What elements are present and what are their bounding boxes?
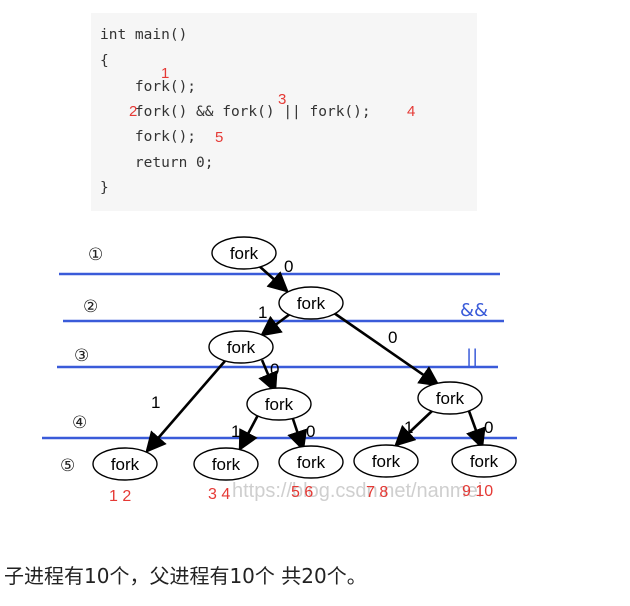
code-line: fork(); — [100, 129, 197, 145]
fork-node-label: fork — [265, 395, 294, 414]
fork-node — [208, 330, 274, 364]
level-marker-3: ③ — [74, 346, 89, 366]
fork-node — [353, 444, 419, 478]
branch-label: 0 — [270, 360, 279, 379]
branch-label: 1 — [258, 303, 267, 322]
code-line: fork() && fork() || fork(); — [100, 104, 371, 120]
annotation-1: 1 — [161, 65, 170, 82]
edge — [259, 312, 291, 337]
fork-node — [246, 387, 312, 421]
code-line: return 0; — [100, 155, 214, 171]
leaf-label: 1 2 — [109, 488, 131, 505]
level-marker-2: ② — [83, 297, 98, 317]
edge — [257, 264, 289, 293]
level-marker-5: ⑤ — [60, 456, 75, 476]
fork-node-label: fork — [212, 455, 241, 474]
fork-node — [278, 286, 344, 320]
code-line: { — [100, 53, 109, 69]
branch-label: 0 — [388, 328, 397, 347]
fork-node — [417, 381, 483, 415]
fork-tree-diagram: https://blog.csdn.net/nanmei ① ② ③ ④ ⑤ &… — [42, 236, 517, 505]
leaf-label: 9 10 — [462, 483, 493, 500]
fork-node-label: fork — [372, 452, 401, 471]
code-line: int main() — [100, 27, 188, 43]
edge — [145, 360, 226, 453]
branch-label: 1 — [231, 422, 240, 441]
branch-label: 0 — [306, 422, 315, 441]
code-block: int main() { fork(); fork() && fork() ||… — [91, 13, 477, 211]
edge — [287, 415, 308, 452]
branch-label: 1 — [404, 418, 413, 437]
annotation-3: 3 — [278, 91, 287, 108]
fork-node-label: fork — [297, 453, 326, 472]
edge — [333, 311, 441, 387]
annotation-5: 5 — [215, 129, 224, 146]
edge — [238, 414, 260, 452]
fork-node-label: fork — [470, 452, 499, 471]
edge — [394, 410, 433, 447]
fork-node-label: fork — [227, 338, 256, 357]
fork-node-label: fork — [111, 455, 140, 474]
fork-node — [92, 447, 158, 481]
leaf-label: 7 8 — [366, 484, 388, 501]
edge — [466, 410, 486, 450]
code-line: } — [100, 180, 109, 196]
or-operator: || — [466, 346, 478, 367]
fork-node — [193, 447, 259, 481]
annotation-2: 2 — [129, 103, 138, 120]
fork-node — [211, 236, 277, 270]
level-marker-1: ① — [88, 245, 103, 265]
leaf-label: 5 6 — [291, 484, 313, 501]
watermark: https://blog.csdn.net/nanmei — [232, 480, 482, 502]
branch-label: 1 — [151, 393, 160, 412]
leaf-label: 3 4 — [208, 486, 230, 503]
branch-label: 0 — [484, 418, 493, 437]
level-marker-4: ④ — [72, 413, 87, 433]
fork-node — [278, 445, 344, 479]
fork-node — [451, 444, 517, 478]
edge — [258, 359, 278, 394]
code-line: fork(); — [100, 79, 197, 95]
fork-node-label: fork — [436, 389, 465, 408]
and-operator: && — [460, 300, 488, 321]
annotation-4: 4 — [407, 103, 416, 120]
fork-node-label: fork — [230, 244, 259, 263]
branch-label: 0 — [284, 257, 293, 276]
fork-node-label: fork — [297, 294, 326, 313]
summary-caption: 子进程有10个，父进程有10个 共20个。 — [4, 564, 367, 588]
